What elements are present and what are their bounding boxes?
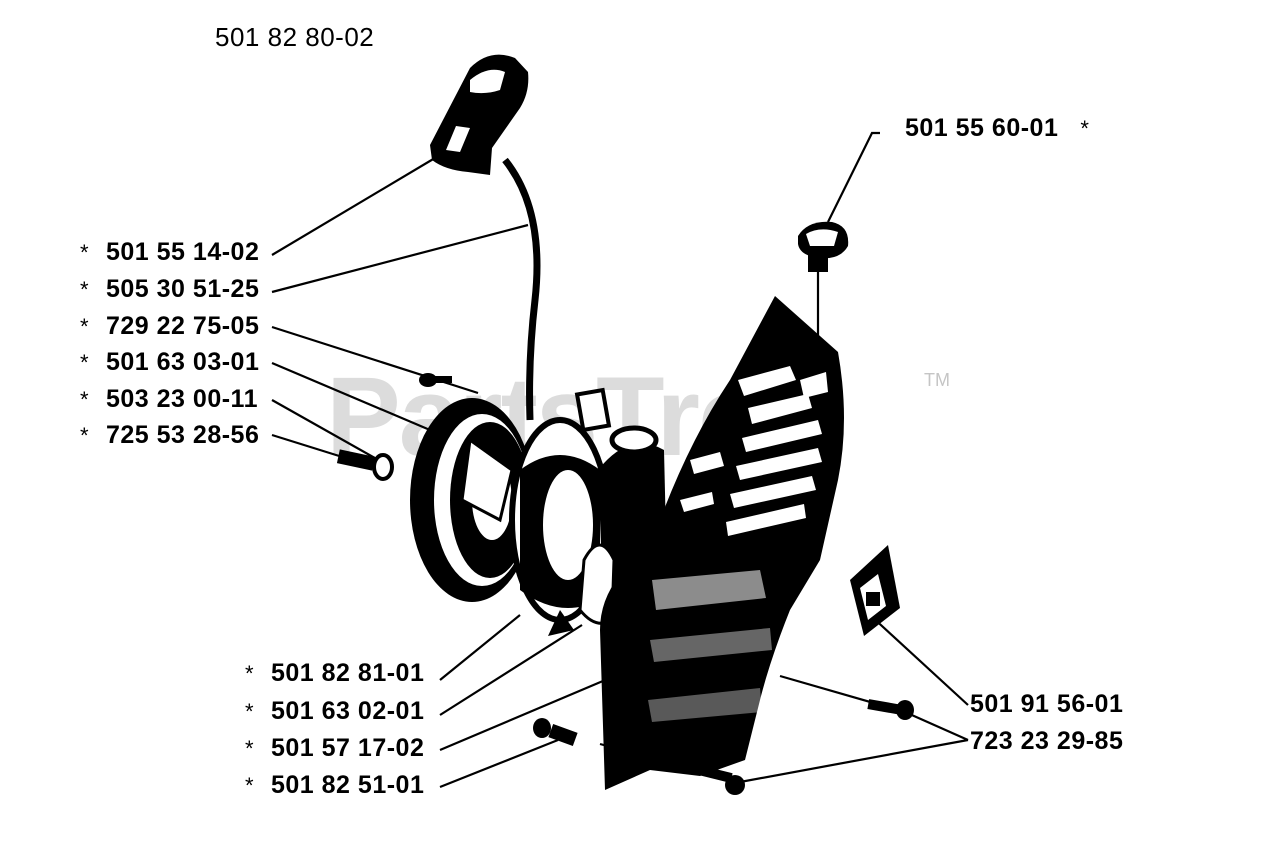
- part-number: 501 82 51-01: [271, 771, 425, 799]
- leader-lines: [271, 131, 969, 789]
- screw-icon: [419, 373, 452, 387]
- asterisk-mark: *: [245, 773, 255, 798]
- asterisk-mark: *: [245, 699, 255, 724]
- asterisk-mark: *: [80, 277, 90, 302]
- callout-725-53-28-56[interactable]: * 725 53 28-56: [80, 423, 259, 448]
- callout-503-23-00-11[interactable]: * 503 23 00-11: [80, 387, 258, 412]
- part-number: 501 55 14-02: [106, 238, 260, 266]
- assembly-number: 501 82 80-02: [215, 22, 375, 52]
- callout-505-30-51-25[interactable]: * 505 30 51-25: [80, 277, 259, 302]
- part-number: 501 91 56-01: [970, 690, 1124, 718]
- asterisk-mark: *: [80, 350, 90, 375]
- callout-501-55-60-01[interactable]: 501 55 60-01 *: [905, 116, 1089, 141]
- callout-501-63-03-01[interactable]: * 501 63 03-01: [80, 350, 259, 375]
- part-number: 723 23 29-85: [970, 727, 1124, 755]
- part-number: 501 55 60-01: [905, 114, 1059, 142]
- callout-723-23-29-85[interactable]: 723 23 29-85: [970, 729, 1123, 754]
- callout-501-82-51-01[interactable]: * 501 82 51-01: [245, 773, 424, 798]
- starter-rope-icon: [502, 157, 541, 421]
- asterisk-mark: *: [1080, 116, 1090, 141]
- callout-501-91-56-01[interactable]: 501 91 56-01: [970, 692, 1123, 717]
- part-number: 501 57 17-02: [271, 734, 425, 762]
- callout-501-57-17-02[interactable]: * 501 57 17-02: [245, 736, 424, 761]
- cap-screw-icon: [798, 221, 849, 272]
- asterisk-mark: *: [80, 423, 90, 448]
- asterisk-mark: *: [80, 240, 90, 265]
- asterisk-mark: *: [80, 387, 90, 412]
- part-number: 505 30 51-25: [106, 275, 260, 303]
- part-number: 501 63 03-01: [106, 348, 260, 376]
- callout-501-55-14-02[interactable]: * 501 55 14-02: [80, 240, 259, 265]
- asterisk-mark: *: [80, 314, 90, 339]
- part-number: 503 23 00-11: [106, 385, 258, 413]
- asterisk-mark: *: [245, 661, 255, 686]
- callout-729-22-75-05[interactable]: * 729 22 75-05: [80, 314, 259, 339]
- part-number: 501 82 81-01: [271, 659, 425, 687]
- part-number: 729 22 75-05: [106, 312, 260, 340]
- pawl-spring-icon: [533, 718, 578, 747]
- mounting-screw-icon: [689, 699, 914, 795]
- part-number: 501 63 02-01: [271, 697, 425, 725]
- washer-icon: [336, 449, 394, 481]
- decal-plate-icon: [850, 545, 900, 636]
- starter-handle-icon: [430, 54, 529, 175]
- part-number: 725 53 28-56: [106, 421, 260, 449]
- callout-501-82-81-01[interactable]: * 501 82 81-01: [245, 661, 424, 686]
- callout-501-63-02-01[interactable]: * 501 63 02-01: [245, 699, 424, 724]
- asterisk-mark: *: [245, 736, 255, 761]
- trademark-mark: TM: [924, 370, 950, 390]
- starter-cover-icon: [600, 296, 844, 790]
